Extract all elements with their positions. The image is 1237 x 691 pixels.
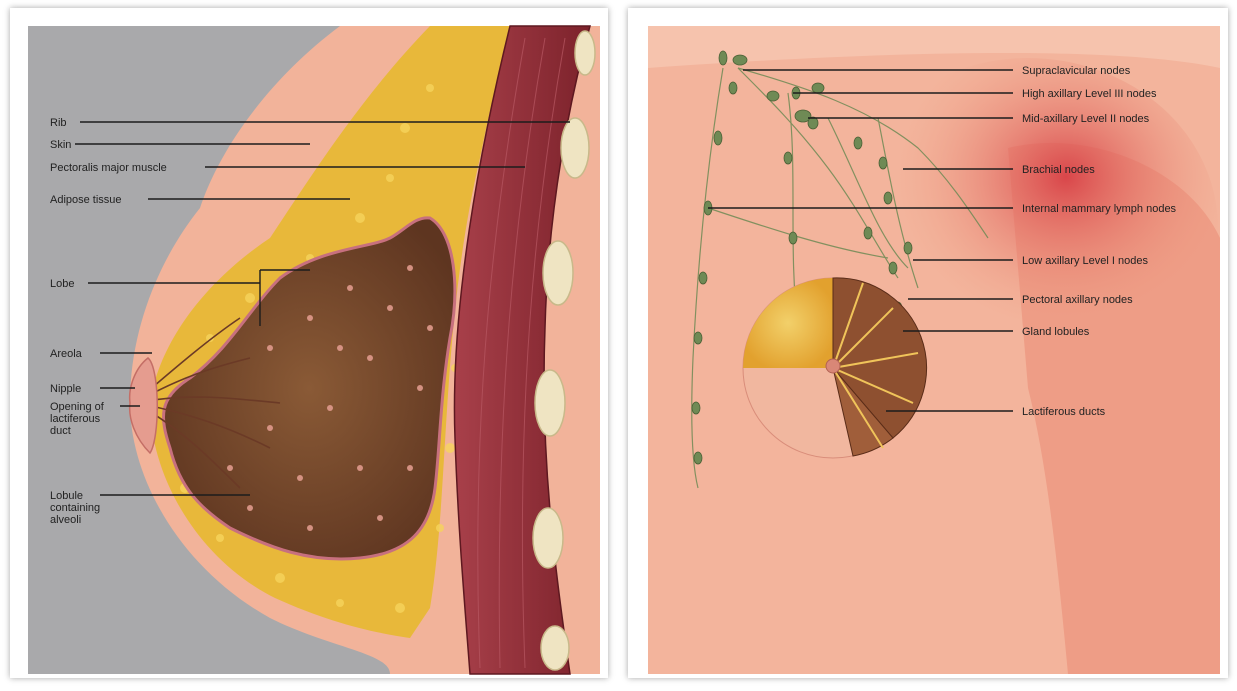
nipple (826, 359, 840, 373)
label-high-axillary: High axillary Level III nodes (1022, 88, 1157, 100)
label-supraclavicular: Supraclavicular nodes (1022, 65, 1131, 77)
label-opening-line2: lactiferous (50, 413, 101, 425)
label-adipose: Adipose tissue (50, 194, 122, 206)
label-internal-mammary: Internal mammary lymph nodes (1022, 203, 1177, 215)
label-brachial: Brachial nodes (1022, 164, 1095, 176)
label-lobule-line2: containing (50, 502, 100, 514)
label-rib: Rib (50, 117, 67, 129)
label-gland-lobules: Gland lobules (1022, 326, 1090, 338)
breast-cross-section-panel: Rib Skin Pectoralis major muscle Adipose… (10, 8, 608, 678)
label-lobe: Lobe (50, 278, 74, 290)
label-pectoral-axillary: Pectoral axillary nodes (1022, 294, 1133, 306)
label-lobule-line1: Lobule (50, 490, 83, 502)
label-low-axillary: Low axillary Level I nodes (1022, 255, 1148, 267)
label-areola: Areola (50, 348, 83, 360)
label-pectoralis: Pectoralis major muscle (50, 162, 167, 174)
lymph-nodes-panel: Supraclavicular nodes High axillary Leve… (628, 8, 1228, 678)
label-skin: Skin (50, 139, 71, 151)
label-lobule-line3: alveoli (50, 514, 81, 526)
label-mid-axillary: Mid-axillary Level II nodes (1022, 113, 1150, 125)
lymph-nodes-illustration: Supraclavicular nodes High axillary Leve… (628, 8, 1228, 678)
breast-cross-section-illustration: Rib Skin Pectoralis major muscle Adipose… (10, 8, 608, 678)
label-nipple: Nipple (50, 383, 81, 395)
label-lactiferous-ducts: Lactiferous ducts (1022, 406, 1106, 418)
label-opening-line3: duct (50, 425, 71, 437)
label-opening-line1: Opening of (50, 401, 105, 413)
